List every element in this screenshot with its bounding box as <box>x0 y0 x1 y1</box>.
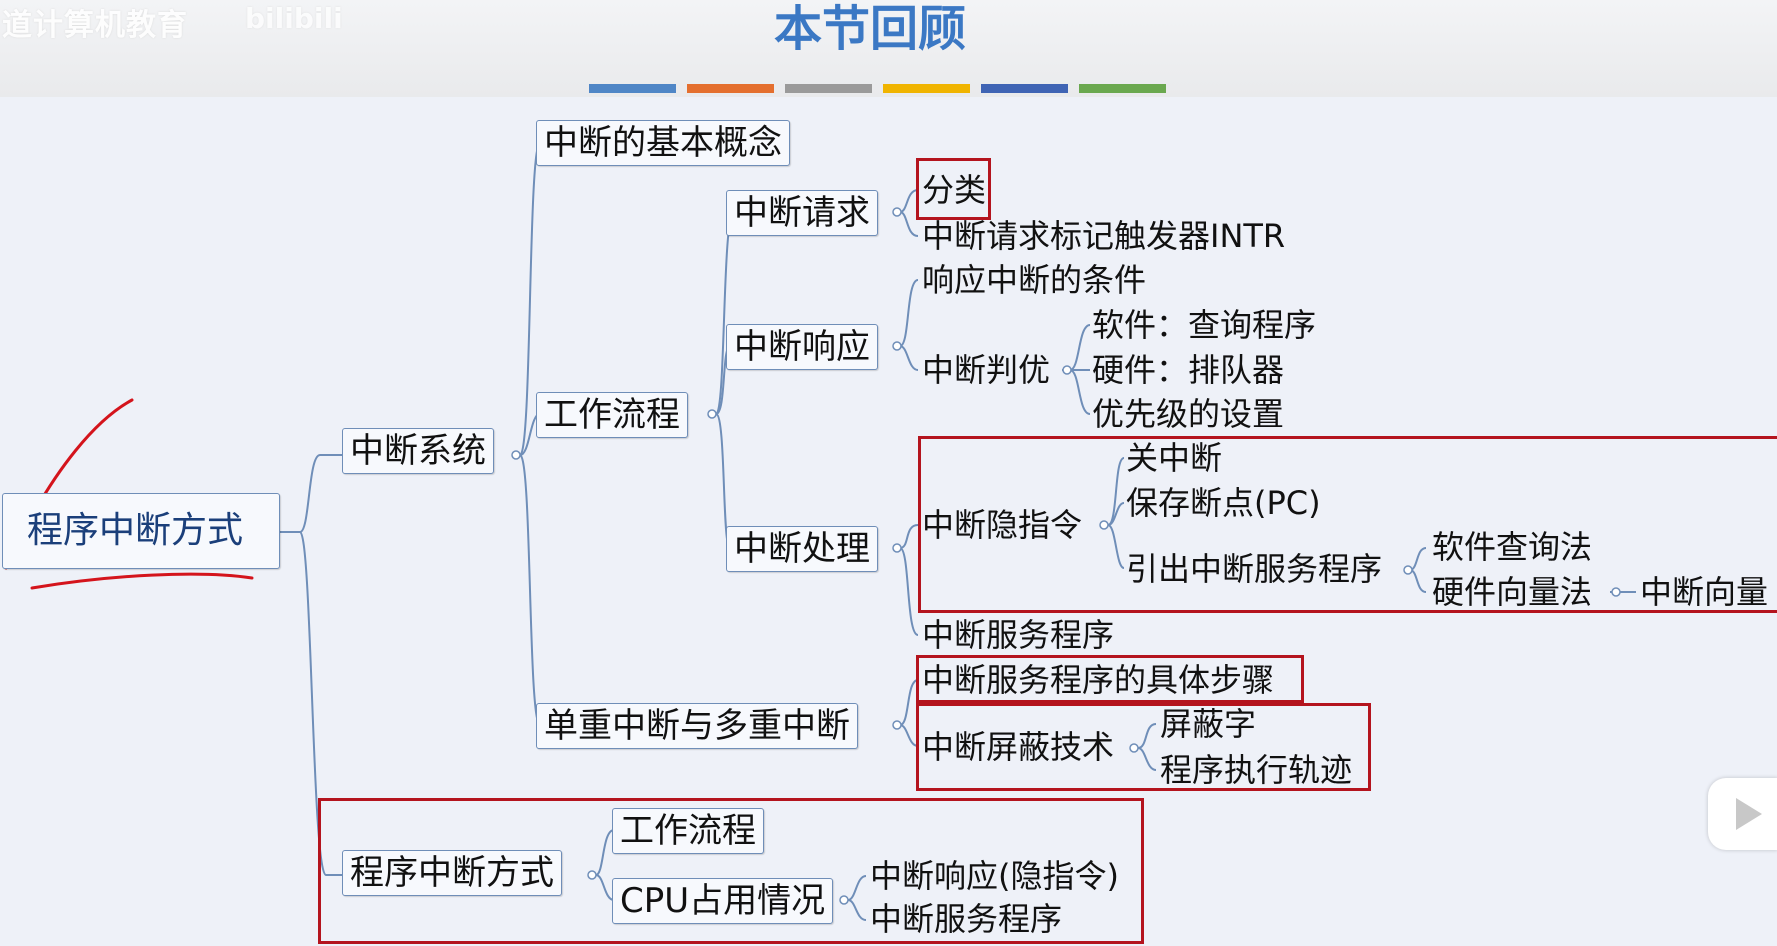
node-interrupt-response: 中断响应 <box>726 324 878 370</box>
leaf-classify: 分类 <box>922 171 987 209</box>
stripe-green <box>1079 84 1166 93</box>
leaf-mask-word: 屏蔽字 <box>1160 705 1257 743</box>
node-cpu-usage: CPU占用情况 <box>612 878 834 924</box>
node-interrupt-request: 中断请求 <box>726 190 878 236</box>
root-node: 程序中断方式 <box>2 493 280 569</box>
stripe-orange <box>687 84 774 93</box>
leaf-response-condition: 响应中断的条件 <box>922 261 1147 299</box>
leaf-disable-int: 关中断 <box>1126 439 1223 477</box>
leaf-intr-flipflop: 中断请求标记触发器INTR <box>922 217 1286 255</box>
slide-header: 道计算机教育 bilibili 本节回顾 <box>0 0 1777 97</box>
leaf-priority-judge: 中断判优 <box>922 351 1051 389</box>
leaf-exec-trace: 程序执行轨迹 <box>1160 751 1353 789</box>
color-stripes <box>589 84 1166 93</box>
node-single-multi: 单重中断与多重中断 <box>536 703 858 749</box>
highlight-implicit-instr <box>918 436 1777 613</box>
leaf-lead-service: 引出中断服务程序 <box>1126 550 1383 588</box>
play-button[interactable] <box>1708 778 1777 850</box>
leaf-response-implicit: 中断响应(隐指令) <box>870 857 1119 895</box>
leaf-masking-tech: 中断屏蔽技术 <box>922 728 1115 766</box>
highlight-program-mode <box>318 798 1144 944</box>
bilibili-logo: bilibili <box>245 2 343 35</box>
leaf-vector: 中断向量 <box>1640 573 1769 611</box>
leaf-hardware-queue: 硬件：排队器 <box>1092 351 1285 389</box>
node-basic-concept: 中断的基本概念 <box>536 120 790 166</box>
leaf-service-routine-2: 中断服务程序 <box>870 900 1063 938</box>
leaf-save-pc: 保存断点(PC) <box>1126 484 1321 522</box>
watermark-text: 道计算机教育 <box>2 8 188 43</box>
node-interrupt-system: 中断系统 <box>342 428 494 474</box>
node-workflow: 工作流程 <box>536 392 688 438</box>
node-interrupt-handling: 中断处理 <box>726 526 878 572</box>
leaf-hardware-vector: 硬件向量法 <box>1432 573 1593 611</box>
leaf-software-query: 软件：查询程序 <box>1092 306 1317 344</box>
slide-title: 本节回顾 <box>773 1 966 57</box>
highlight-masking <box>916 703 1371 791</box>
highlight-service-steps <box>916 655 1304 703</box>
stripe-darkblue <box>981 84 1068 93</box>
stripe-blue <box>589 84 676 93</box>
leaf-implicit-instr: 中断隐指令 <box>922 506 1083 544</box>
node-program-interrupt-mode: 程序中断方式 <box>342 850 562 896</box>
stripe-gray <box>785 84 872 93</box>
stripe-yellow <box>883 84 970 93</box>
leaf-software-polling: 软件查询法 <box>1432 528 1593 566</box>
leaf-priority-setting: 优先级的设置 <box>1092 395 1285 433</box>
play-icon <box>1736 798 1762 830</box>
node-workflow-2: 工作流程 <box>612 808 764 854</box>
leaf-service-routine: 中断服务程序 <box>922 616 1115 654</box>
highlight-classify <box>916 158 991 220</box>
leaf-service-steps: 中断服务程序的具体步骤 <box>922 661 1275 699</box>
